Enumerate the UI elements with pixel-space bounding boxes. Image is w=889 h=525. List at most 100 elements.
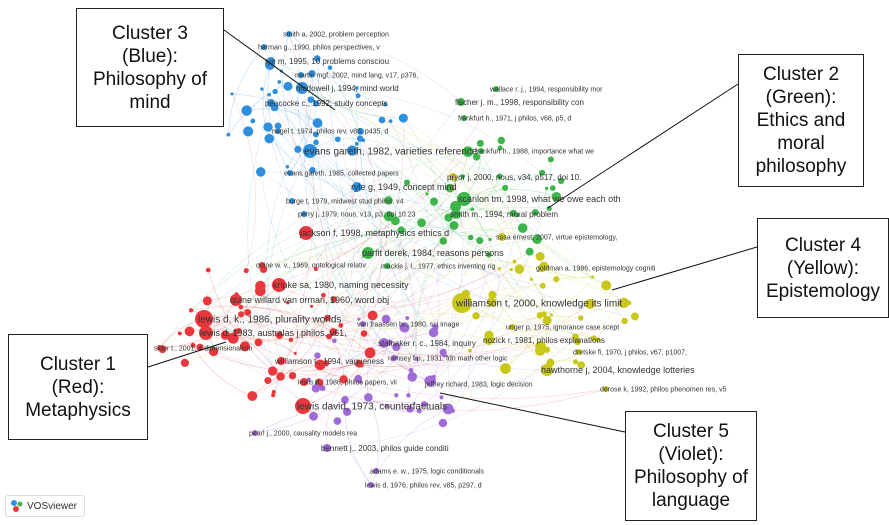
minor-node	[339, 375, 348, 384]
node-cluster-5[interactable]	[252, 430, 258, 436]
minor-node	[354, 86, 359, 90]
node-cluster-3[interactable]	[275, 128, 281, 134]
node-cluster-2[interactable]	[493, 86, 499, 92]
minor-node	[271, 393, 276, 398]
cluster-3-topic-line-2: mind	[129, 91, 171, 113]
node-cluster-4[interactable]	[576, 349, 582, 355]
co-citation-link	[370, 408, 449, 486]
node-cluster-3[interactable]	[303, 144, 317, 158]
minor-node	[468, 348, 472, 353]
node-cluster-2[interactable]	[457, 192, 471, 206]
node-label: goldman a. 1986, epistemology cogniti	[536, 265, 656, 272]
node-cluster-1[interactable]	[199, 326, 213, 340]
co-citation-link	[368, 397, 380, 472]
node-cluster-5[interactable]	[368, 482, 374, 488]
co-citation-link	[287, 85, 625, 322]
co-citation-link	[289, 58, 319, 174]
node-cluster-2[interactable]	[451, 209, 461, 219]
node-cluster-5[interactable]	[373, 468, 379, 474]
node-cluster-3[interactable]	[287, 170, 293, 176]
minor-node	[525, 247, 534, 256]
minor-node	[312, 131, 319, 138]
node-cluster-3[interactable]	[298, 72, 304, 78]
co-citation-link	[260, 171, 362, 366]
co-citation-link	[475, 276, 593, 317]
node-cluster-1[interactable]	[195, 310, 213, 328]
co-citation-link	[207, 300, 434, 341]
minor-node	[364, 347, 376, 359]
node-cluster-1[interactable]	[157, 345, 163, 351]
minor-node	[512, 259, 517, 264]
co-citation-link	[505, 315, 541, 369]
node-cluster-2[interactable]	[461, 115, 467, 121]
node-cluster-1[interactable]	[259, 262, 265, 268]
node-cluster-3[interactable]	[301, 211, 307, 217]
minor-node	[275, 331, 284, 340]
node-cluster-2[interactable]	[457, 98, 465, 106]
node-label: kripke sa, 1980, naming necessity	[273, 280, 409, 290]
co-citation-link	[267, 143, 358, 381]
co-citation-link	[246, 250, 630, 304]
vosviewer-logo-text: VOSviewer	[27, 500, 78, 512]
node-cluster-1[interactable]	[300, 378, 308, 386]
minor-node	[539, 169, 546, 176]
node-cluster-2[interactable]	[478, 148, 484, 154]
node-cluster-5[interactable]	[360, 321, 366, 327]
minor-node	[553, 276, 560, 283]
node-cluster-5[interactable]	[379, 338, 389, 348]
node-cluster-5[interactable]	[323, 444, 331, 452]
node-label: burge t, 1979, midwest stud philos, v4	[286, 198, 404, 205]
co-citation-link	[240, 306, 371, 354]
minor-node	[184, 326, 195, 337]
co-citation-link	[263, 46, 562, 182]
node-cluster-3[interactable]	[261, 44, 267, 50]
node-label: lewis david, 1973, counterfactuals	[297, 402, 447, 413]
node-cluster-2[interactable]	[362, 247, 374, 259]
minor-node	[414, 356, 419, 361]
node-cluster-1[interactable]	[277, 357, 285, 365]
minor-node	[313, 266, 318, 272]
cluster-2-title: Cluster 2	[762, 64, 840, 85]
node-label: wallace r. j., 1994, responsibility mor	[489, 86, 603, 93]
minor-node	[285, 164, 290, 169]
cluster-4-title: Cluster 4	[784, 234, 862, 256]
minor-node	[378, 116, 386, 124]
node-cluster-1[interactable]	[272, 278, 286, 292]
minor-node	[264, 377, 272, 385]
node-cluster-4[interactable]	[603, 386, 609, 392]
node-cluster-3[interactable]	[286, 31, 292, 37]
minor-node	[467, 234, 474, 241]
node-cluster-4[interactable]	[484, 335, 494, 345]
node-cluster-4[interactable]	[541, 364, 553, 376]
node-cluster-4[interactable]	[452, 293, 472, 313]
node-cluster-1[interactable]	[230, 294, 242, 306]
cluster-1-title: Cluster 1	[39, 353, 116, 375]
node-cluster-1[interactable]	[299, 226, 313, 240]
node-cluster-3[interactable]	[267, 99, 275, 107]
node-cluster-4[interactable]	[449, 173, 457, 181]
node-cluster-5[interactable]	[391, 355, 397, 361]
co-citation-link	[358, 342, 391, 380]
minor-node	[444, 213, 453, 222]
node-cluster-4[interactable]	[509, 324, 515, 330]
co-citation-link	[340, 206, 456, 326]
node-cluster-1[interactable]	[295, 398, 311, 414]
node-cluster-3[interactable]	[289, 198, 295, 204]
minor-node	[529, 277, 534, 281]
co-citation-link	[235, 299, 397, 396]
co-citation-link	[159, 151, 469, 349]
minor-node	[450, 201, 461, 212]
minor-node	[334, 136, 341, 143]
node-cluster-4[interactable]	[538, 264, 546, 272]
minor-node	[271, 389, 276, 395]
node-cluster-4[interactable]	[498, 233, 506, 241]
co-citation-link	[358, 318, 429, 381]
node-cluster-3[interactable]	[352, 182, 362, 192]
co-citation-link	[252, 317, 328, 397]
node-cluster-5[interactable]	[428, 381, 434, 387]
node-cluster-2[interactable]	[384, 263, 390, 269]
minor-node	[439, 395, 444, 400]
co-citation-link	[333, 299, 412, 371]
node-cluster-3[interactable]	[296, 82, 308, 94]
node-label: lewis d. k., 1986, plurality worlds	[198, 315, 341, 326]
